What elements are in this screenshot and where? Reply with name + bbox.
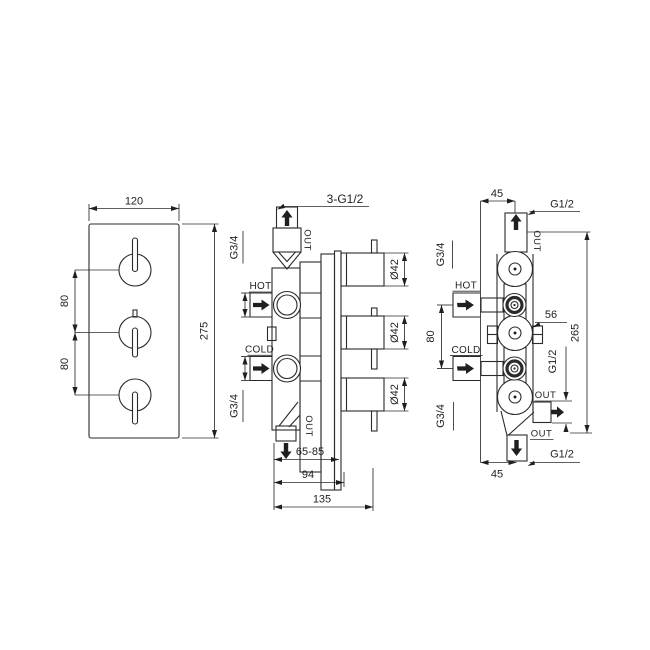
inlet-top-thread-label: G3/4 (229, 236, 241, 260)
hot-label: HOT (455, 281, 477, 292)
label-body-width: 56 (532, 309, 567, 328)
dim-knob-diameter-top: Ø42 (384, 252, 409, 287)
out-bottom-flow-arrow (280, 443, 292, 459)
outlets-thread-label: 3-G1/2 (327, 192, 364, 206)
outlet-top-thread-label: G1/2 (550, 199, 574, 211)
label-outlet-side-thread: G1/2 (547, 346, 569, 432)
dim-plate-width: 120 (88, 196, 180, 221)
knob-middle-nub (132, 309, 138, 318)
knob-top-lever (131, 237, 139, 273)
union-bottom (502, 356, 527, 381)
dim-knob-spacing-lower-label: 80 (59, 358, 71, 370)
label-inlet-top-thread: G3/4 (435, 240, 453, 269)
outlet-side-thread-label: G1/2 (547, 350, 559, 374)
dim-total-height: 265 (527, 231, 592, 434)
label-inlet-bottom-thread: G3/4 (435, 402, 454, 431)
label-inlet-top-thread: G3/4 (229, 231, 250, 318)
dim-plate-height-label: 275 (199, 322, 211, 340)
hot-neck (480, 297, 504, 313)
knob-profile-middle (340, 307, 385, 370)
dim-total-height-label: 265 (570, 324, 582, 342)
cold-label: COLD (452, 345, 481, 356)
dim-depth-range-label: 65-85 (296, 446, 324, 458)
top-outlet-collar (272, 227, 302, 253)
wall-plate-section (333, 250, 342, 491)
out-bottom-label: OUT (303, 415, 314, 437)
dim-offset-bottom-label: 45 (491, 469, 503, 481)
side-view: OUT HOT COLD OUT (229, 192, 409, 511)
bottom-outlet-pipe (275, 425, 297, 442)
out-side-flow-arrow (551, 406, 564, 418)
cold-neck (480, 360, 504, 377)
bottom-outlet-pipe (506, 434, 528, 462)
dim-knob-diameter-label: Ø42 (389, 384, 401, 405)
front-view: 120 275 80 80 (57, 196, 219, 439)
dim-knob-diameter-middle: Ø42 (384, 315, 409, 350)
funnel-inner (278, 251, 296, 263)
body-width-label: 56 (545, 309, 557, 321)
out-top-flow-arrow (510, 214, 522, 230)
out-top-flow-arrow (281, 210, 293, 226)
side-out-port (532, 401, 552, 424)
inlet-top-thread-label: G3/4 (435, 243, 447, 267)
dim-depth-total: 135 (274, 468, 374, 511)
knob-middle-lever (131, 327, 139, 358)
dim-plate-width-label: 120 (125, 196, 143, 208)
hot-flow-arrow (253, 299, 270, 311)
cold-flow-arrow (253, 363, 270, 374)
dim-inlet-spacing-label: 80 (425, 330, 437, 342)
cold-label: COLD (245, 345, 274, 356)
dim-plate-height: 275 (182, 223, 219, 439)
dim-depth-range: 65-85 (274, 446, 339, 463)
out-bottom-flow-arrow (510, 440, 523, 456)
inlet-bottom-thread-label: G3/4 (229, 394, 241, 418)
dim-depth-total-label: 135 (313, 494, 331, 506)
dim-offset-bottom: 45 (480, 459, 517, 481)
leader-arrow (527, 460, 535, 466)
dim-knob-diameter-bottom: Ø42 (384, 377, 409, 412)
label-outlets-thread: 3-G1/2 (277, 192, 369, 210)
out-bottom-label: OUT (531, 429, 553, 440)
outlet-bottom-thread-label: G1/2 (550, 449, 574, 461)
mid-port (266, 326, 277, 342)
dim-knob-spacing-upper: 80 (57, 270, 78, 333)
back-view: OUT (423, 188, 592, 481)
label-outlet-top-thread: G1/2 (527, 199, 580, 215)
leader-arrow (527, 209, 535, 215)
union-top (502, 292, 527, 318)
label-inlet-bottom-thread: G3/4 (229, 356, 250, 422)
knob-bottom-lever (131, 391, 139, 425)
funnel-outer (272, 251, 302, 270)
trim-plate-outline (88, 223, 180, 439)
leader-arrow (532, 322, 541, 328)
out-side-label: OUT (535, 390, 557, 401)
dim-knob-diameter-label: Ø42 (389, 259, 401, 280)
dim-inlet-spacing: 80 (423, 304, 453, 369)
out-top-label: OUT (531, 230, 542, 252)
dim-depth-mid-label: 94 (302, 469, 314, 481)
knob-profile-top (340, 239, 385, 287)
cold-flow-arrow (457, 363, 474, 374)
inlet-bottom-thread-label: G3/4 (435, 404, 447, 428)
dim-knob-diameter-label: Ø42 (389, 322, 401, 343)
dim-offset-top: 45 (480, 188, 516, 213)
label-outlet-bottom-thread: G1/2 (527, 449, 580, 466)
leader-arrow (277, 203, 285, 210)
knob-profile-bottom (340, 377, 385, 432)
hot-flow-arrow (457, 299, 474, 311)
dim-offset-top-label: 45 (491, 188, 503, 200)
cold-inlet-stub (249, 355, 272, 382)
out-top-label: OUT (302, 229, 313, 251)
hot-label: HOT (249, 281, 271, 292)
hot-inlet-stub (249, 292, 272, 318)
dim-depth-mid: 94 (274, 469, 345, 487)
dim-knob-spacing-lower: 80 (57, 332, 78, 395)
dim-knob-spacing-upper-label: 80 (59, 295, 71, 307)
